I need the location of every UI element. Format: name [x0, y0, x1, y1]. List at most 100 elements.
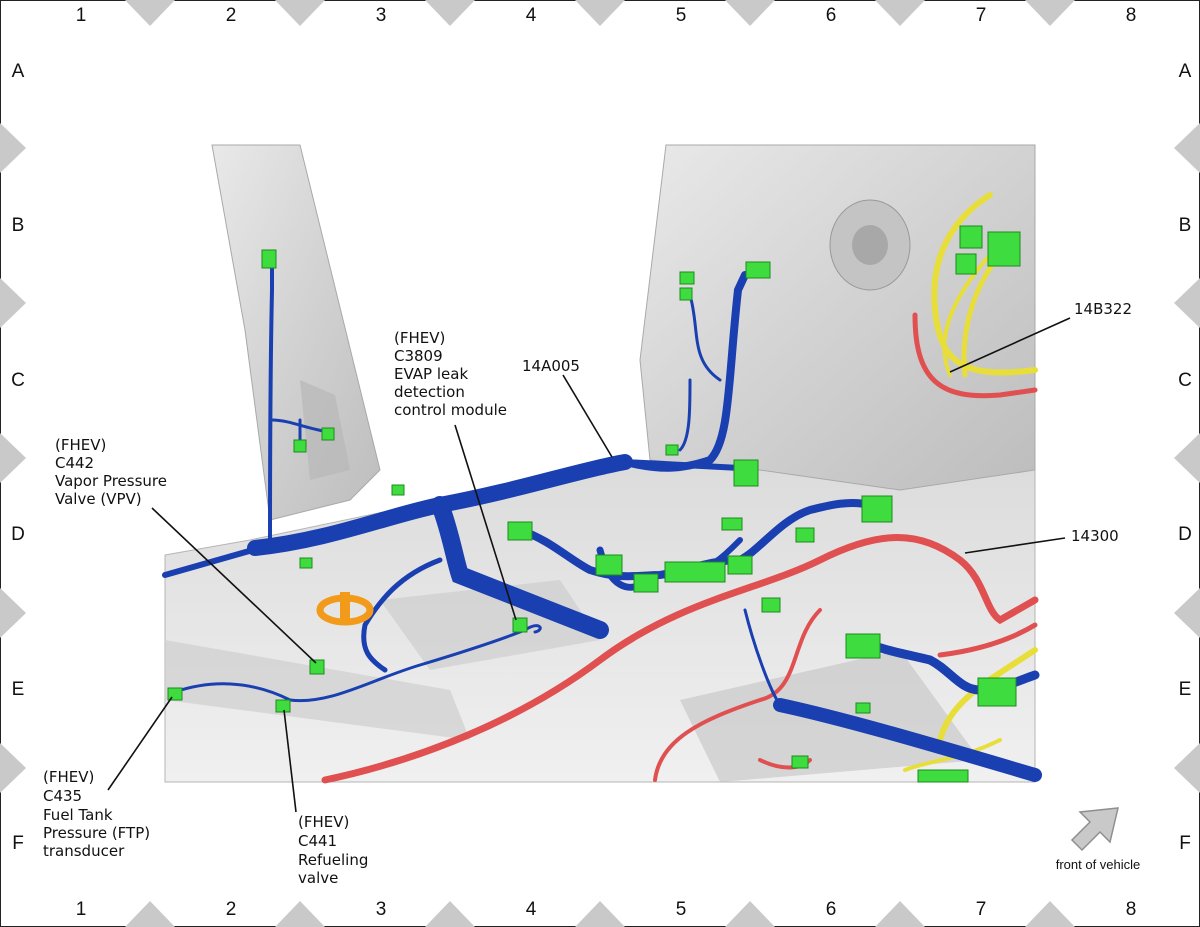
col-label: 7 — [976, 5, 987, 26]
col-label: 1 — [76, 899, 87, 920]
row-label: B — [1179, 215, 1192, 236]
connector — [917, 769, 969, 783]
leader-lines — [107, 317, 1071, 813]
evap-component — [316, 592, 374, 626]
connector — [293, 439, 307, 453]
callout-line: Pressure (FTP) — [43, 824, 150, 842]
connector — [745, 261, 771, 279]
col-label: 3 — [376, 5, 387, 26]
row-label: A — [1179, 61, 1192, 82]
row-label: F — [12, 833, 24, 854]
connector — [633, 573, 659, 593]
row-label: E — [12, 679, 25, 700]
callout-line: Valve (VPV) — [55, 490, 142, 508]
col-label: 2 — [226, 899, 237, 920]
harness-label-14a005: 14A005 — [522, 357, 580, 375]
col-label: 6 — [826, 5, 837, 26]
callout-line: C3809 — [394, 347, 443, 365]
connector — [391, 484, 405, 496]
callout-line: (FHEV) — [55, 436, 106, 454]
callout-line: C441 — [298, 832, 337, 850]
callout-line: Fuel Tank — [43, 806, 113, 824]
connector — [845, 633, 881, 659]
connector — [595, 554, 623, 576]
col-label: 1 — [76, 5, 87, 26]
connector — [679, 271, 695, 285]
col-label: 5 — [676, 5, 687, 26]
connector — [261, 249, 277, 269]
connector — [664, 561, 726, 583]
callout-line: Refueling — [298, 851, 368, 869]
grid-rows-left: A B C D E F — [11, 61, 25, 854]
callout-line: C435 — [43, 787, 82, 805]
connector — [727, 555, 753, 575]
col-label: 2 — [226, 5, 237, 26]
connector — [299, 557, 313, 569]
callout-line: (FHEV) — [43, 768, 94, 786]
connector — [791, 755, 809, 769]
callout-c435: (FHEV) C435 Fuel Tank Pressure (FTP) tra… — [43, 768, 150, 860]
connector — [855, 702, 871, 714]
row-label: A — [12, 61, 25, 82]
harness-14a005 — [162, 258, 1042, 782]
connector — [955, 253, 977, 275]
connector — [679, 287, 693, 301]
harness-label-14b322: 14B322 — [1074, 300, 1132, 318]
callout-line: C442 — [55, 454, 94, 472]
grid-rows-right: A B C D E F — [1178, 61, 1192, 854]
harness-label-14300: 14300 — [1071, 527, 1119, 545]
connector — [733, 459, 759, 487]
connector — [987, 231, 1021, 267]
panel-opening-inner — [852, 225, 888, 265]
row-label: D — [11, 524, 25, 545]
callout-line: Vapor Pressure — [55, 472, 167, 490]
row-label: C — [1178, 370, 1192, 391]
col-label: 3 — [376, 899, 387, 920]
connector — [665, 444, 679, 456]
col-label: 7 — [976, 899, 987, 920]
row-label: D — [1178, 524, 1192, 545]
connector — [977, 677, 1017, 707]
connectors — [167, 225, 1021, 783]
connector-c435 — [167, 687, 183, 701]
connector-c3809 — [512, 617, 528, 633]
connector-c441 — [275, 699, 291, 713]
callout-c442: (FHEV) C442 Vapor Pressure Valve (VPV) — [55, 436, 167, 508]
callout-line: transducer — [43, 842, 125, 860]
rear-quarter-panel — [639, 144, 1036, 491]
col-label: 5 — [676, 899, 687, 920]
connector — [321, 427, 335, 441]
callout-c3809: (FHEV) C3809 EVAP leak detection control… — [394, 329, 507, 419]
row-label: E — [1179, 679, 1192, 700]
floor-rail — [165, 640, 470, 740]
row-label: B — [12, 215, 25, 236]
connector — [959, 225, 983, 249]
callout-c441: (FHEV) C441 Refueling valve — [298, 813, 368, 887]
connector — [861, 495, 893, 523]
connector-c442 — [309, 659, 325, 675]
grid-columns-bottom: 1 2 3 4 5 6 7 8 — [76, 899, 1137, 920]
col-label: 8 — [1126, 5, 1137, 26]
connector — [507, 521, 533, 541]
front-arrow-icon — [1070, 807, 1119, 852]
callout-line: (FHEV) — [298, 813, 349, 831]
row-label: C — [11, 370, 25, 391]
col-label: 6 — [826, 899, 837, 920]
front-of-vehicle-indicator: front of vehicle — [1056, 807, 1141, 872]
grid-columns-top: 1 2 3 4 5 6 7 8 — [76, 5, 1137, 26]
connector — [795, 527, 815, 543]
harness-14300 — [321, 312, 1039, 784]
col-label: 4 — [526, 899, 537, 920]
col-label: 8 — [1126, 899, 1137, 920]
callout-line: control module — [394, 401, 507, 419]
callout-line: (FHEV) — [394, 329, 445, 347]
col-label: 4 — [526, 5, 537, 26]
callout-line: EVAP leak — [394, 365, 468, 383]
callout-line: detection — [394, 383, 465, 401]
callout-line: valve — [298, 869, 338, 887]
connector — [761, 597, 781, 613]
front-of-vehicle-label: front of vehicle — [1056, 857, 1141, 872]
connector — [721, 517, 743, 531]
